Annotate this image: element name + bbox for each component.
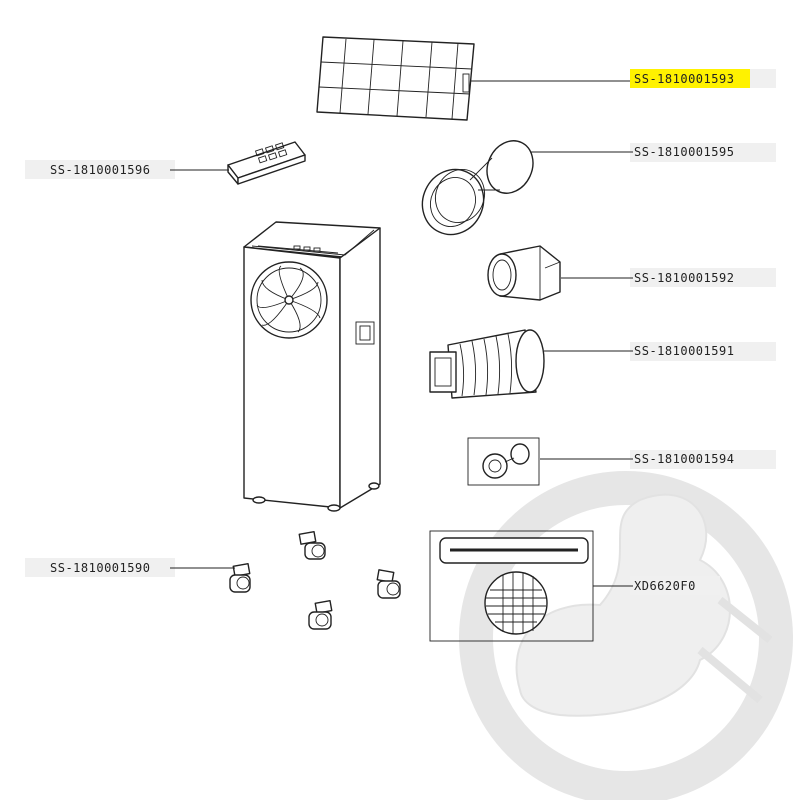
- watermark-logo: [459, 471, 793, 800]
- caster-label[interactable]: SS-1810001590: [50, 561, 150, 575]
- caster-part-4[interactable]: [308, 599, 333, 630]
- caster-part-2[interactable]: [229, 562, 251, 593]
- hose-label[interactable]: SS-1810001591: [634, 344, 734, 358]
- remote-part[interactable]: [227, 141, 306, 185]
- filter-label-highlight: [630, 69, 750, 88]
- remote-label[interactable]: SS-1810001596: [50, 163, 150, 177]
- filter-label[interactable]: SS-1810001593: [634, 72, 734, 86]
- caster-part-3[interactable]: [376, 569, 401, 599]
- kit-label[interactable]: XD6620F0: [634, 579, 696, 593]
- hose-adapter-part[interactable]: [487, 245, 561, 301]
- caster-part-1[interactable]: [298, 530, 326, 560]
- connector-label[interactable]: SS-1810001594: [634, 452, 734, 466]
- filter-part[interactable]: [316, 36, 475, 121]
- hose-adapter-label[interactable]: SS-1810001592: [634, 271, 734, 285]
- connector-part[interactable]: [467, 437, 540, 486]
- hose-part[interactable]: [429, 329, 545, 399]
- window-ring-part[interactable]: [412, 133, 541, 244]
- window-ring-label[interactable]: SS-1810001595: [634, 145, 734, 159]
- kit-part[interactable]: [429, 530, 594, 642]
- air-conditioner-unit: [243, 221, 381, 512]
